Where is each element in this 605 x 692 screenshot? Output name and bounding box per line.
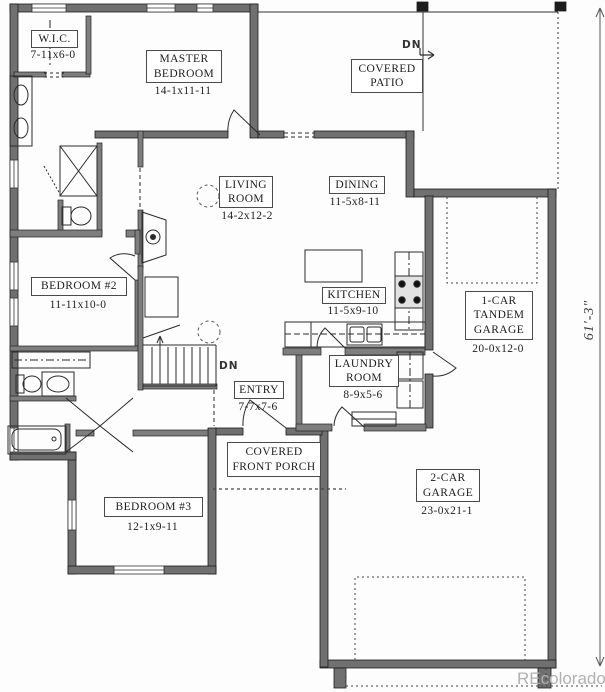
double-vanity: [9, 75, 33, 147]
room-label-1car-garage: 1-CAR TANDEM GARAGE: [465, 291, 533, 340]
shower: [59, 145, 98, 197]
room-label-wic: W.I.C.: [31, 30, 78, 48]
stairs: [142, 276, 217, 387]
closet-shelf: [11, 351, 91, 369]
room-dims-laundry: 8-9x5-6: [343, 389, 383, 401]
room-label-entry: ENTRY: [234, 381, 284, 399]
windows: [9, 3, 214, 575]
room-dims-1car-garage: 20-0x12-0: [472, 343, 524, 355]
down-label-stairs: DN: [219, 360, 239, 372]
watermark: REcolorado: [517, 669, 605, 688]
down-arrow-patio: [419, 48, 435, 60]
room-dims-bedroom2: 11-11x10-0: [49, 299, 107, 311]
room-dims-wic: 7-11x6-0: [30, 49, 76, 61]
ceiling-fixture-symbols: [196, 184, 221, 344]
room-label-bedroom3: BEDROOM #3: [104, 497, 203, 517]
room-label-kitchen: KITCHEN: [322, 287, 386, 304]
toilet-bath2: [15, 374, 25, 394]
room-dims-master-bedroom: 14-1x11-11: [154, 85, 212, 97]
doors: [43, 72, 457, 453]
fireplace: [141, 211, 167, 264]
room-label-covered-patio: COVERED PATIO: [351, 59, 423, 93]
garage-door-driveway: [345, 576, 602, 687]
room-dims-entry: 7-7x7-6: [238, 401, 278, 413]
room-dims-kitchen: 11-5x9-10: [327, 305, 379, 317]
kitchen-sink: [346, 323, 383, 346]
bathtub: [7, 425, 67, 455]
kitchen-fixtures: [284, 249, 426, 348]
room-label-covered-front-porch: COVERED FRONT PORCH: [227, 442, 321, 477]
interior-walls: [9, 15, 427, 453]
room-label-laundry: LAUNDRY ROOM: [329, 355, 399, 387]
vanity-bath2: [41, 371, 75, 397]
room-label-bedroom2: BEDROOM #2: [31, 277, 127, 296]
room-dims-2car-garage: 23-0x21-1: [421, 505, 473, 517]
room-label-2car-garage: 2-CAR GARAGE: [416, 469, 480, 502]
room-dims-dining: 11-5x8-11: [329, 196, 381, 208]
room-label-dining: DINING: [329, 176, 385, 194]
room-label-living-room: LIVING ROOM: [219, 176, 273, 208]
room-dims-living-room: 14-2x12-2: [221, 210, 273, 222]
room-label-master-bedroom: MASTER BEDROOM: [146, 50, 222, 83]
room-dims-bedroom3: 12-1x9-11: [126, 521, 179, 533]
overall-height-dimension: 61'-3": [582, 299, 597, 341]
bathroom-fixtures: [7, 20, 98, 455]
patio-outline: [258, 11, 559, 189]
dimension-line: [595, 7, 605, 667]
parking-pad-1car: [446, 197, 538, 284]
down-label-patio: DN: [402, 39, 422, 51]
kitchen-island: [304, 249, 363, 283]
